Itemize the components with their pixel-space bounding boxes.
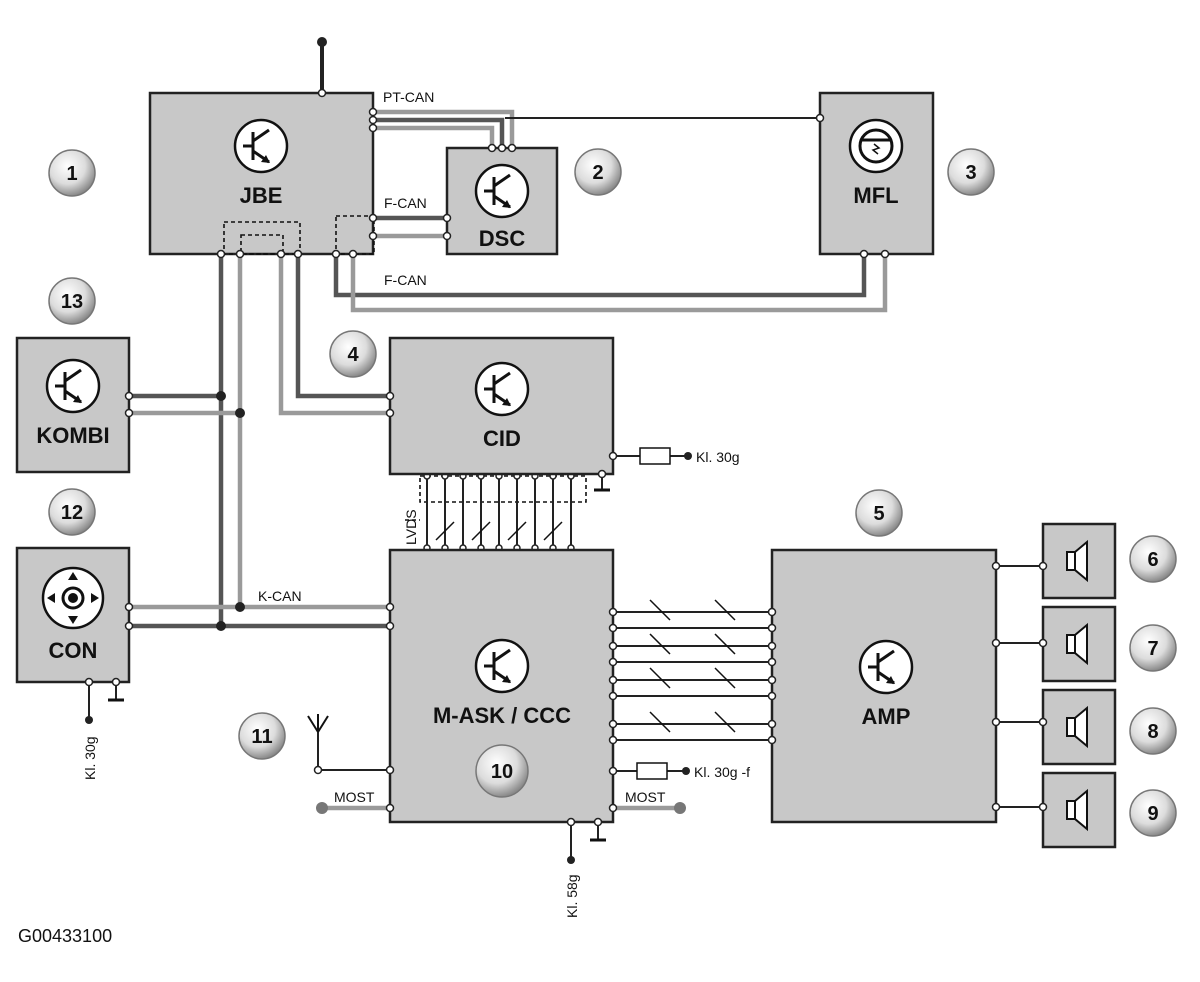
- lvds-bundle: [405, 472, 587, 552]
- callout-11: 11: [238, 712, 286, 760]
- f-can-mfl-wire-b: [350, 254, 888, 313]
- terminal-label-mask-kl30gf: Kl. 30g -f: [694, 764, 750, 780]
- speaker-6: [1041, 522, 1117, 600]
- speaker-9: [1041, 771, 1117, 849]
- svg-text:2: 2: [592, 162, 603, 184]
- callout-1: 1: [48, 149, 96, 197]
- callout-5: 5: [855, 489, 903, 537]
- mask-kl30gf-fuse: [613, 762, 690, 780]
- steering-wheel-icon: [848, 118, 904, 174]
- pt-can-wire-c: [373, 125, 495, 148]
- connector-pins: [84, 88, 1048, 827]
- bus-label-k-can: K-CAN: [258, 588, 302, 604]
- module-kombi-label: KOMBI: [36, 423, 109, 448]
- bus-label-lvds: LVDS: [403, 509, 419, 545]
- svg-text:13: 13: [61, 291, 83, 313]
- jbe-cid-wire-b: [278, 254, 390, 416]
- svg-text:11: 11: [251, 726, 272, 748]
- module-kombi: KOMBI: [15, 336, 131, 474]
- bus-label-most-right: MOST: [625, 789, 666, 805]
- con-junction-a: [235, 602, 245, 612]
- module-jbe: JBE: [148, 91, 375, 256]
- callout-13: 13: [48, 277, 96, 325]
- terminal-label-mask-kl58g: Kl. 58g: [564, 874, 580, 918]
- svg-text:1: 1: [66, 163, 77, 185]
- svg-text:4: 4: [347, 344, 359, 366]
- callout-6: 6: [1129, 535, 1177, 583]
- audio-bundle: [613, 599, 772, 741]
- controller-knob-icon: [41, 566, 105, 630]
- module-con: CON: [15, 546, 131, 684]
- svg-text:3: 3: [965, 162, 976, 184]
- jbe-supply-terminal: [317, 37, 327, 47]
- callout-10: 10: [475, 744, 529, 798]
- callout-2: 2: [574, 148, 622, 196]
- module-cid-label: CID: [483, 426, 521, 451]
- con-kl30g-terminal: [85, 682, 124, 724]
- kombi-junction-b: [235, 408, 245, 418]
- most-left-terminal: [316, 802, 328, 814]
- svg-text:7: 7: [1147, 638, 1158, 660]
- mask-kl58g-terminal: [567, 822, 606, 864]
- pt-can-wire-a: [373, 109, 515, 148]
- module-jbe-label: JBE: [240, 183, 283, 208]
- jbe-cid-wire-a: [295, 254, 390, 399]
- module-amp-label: AMP: [862, 704, 911, 729]
- module-dsc-label: DSC: [479, 226, 526, 251]
- svg-text:10: 10: [491, 761, 513, 783]
- callout-8: 8: [1129, 707, 1177, 755]
- svg-text:12: 12: [61, 502, 83, 524]
- bus-label-most-left: MOST: [334, 789, 375, 805]
- module-amp: AMP: [770, 548, 998, 824]
- most-right-terminal: [674, 802, 686, 814]
- svg-text:5: 5: [873, 503, 884, 525]
- module-con-label: CON: [49, 638, 98, 663]
- callout-12: 12: [48, 488, 96, 536]
- speaker-7: [1041, 605, 1117, 683]
- reference-code: G00433100: [18, 926, 113, 946]
- module-mfl-label: MFL: [853, 183, 898, 208]
- f-can-mfl-wire-a: [333, 254, 867, 298]
- kombi-junction-a: [216, 391, 226, 401]
- pt-can-wire-b: [373, 117, 505, 148]
- callout-9: 9: [1129, 789, 1177, 837]
- bus-label-f-can-dsc: F-CAN: [384, 195, 427, 211]
- module-mask-label: M-ASK / CCC: [433, 703, 571, 728]
- svg-text:9: 9: [1147, 803, 1158, 825]
- callout-7: 7: [1129, 624, 1177, 672]
- svg-text:6: 6: [1147, 549, 1158, 571]
- antenna-icon: [307, 714, 390, 771]
- module-mfl: MFL: [818, 91, 935, 256]
- callout-3: 3: [947, 148, 995, 196]
- module-cid: CID: [388, 336, 615, 476]
- speaker-wires: [996, 565, 1043, 808]
- module-dsc: DSC: [445, 146, 559, 256]
- bus-label-pt-can: PT-CAN: [383, 89, 434, 105]
- speaker-8: [1041, 688, 1117, 766]
- terminal-label-cid-kl30g: Kl. 30g: [696, 449, 740, 465]
- con-junction-b: [216, 621, 226, 631]
- terminal-label-con-kl30g: Kl. 30g: [82, 736, 98, 780]
- callout-4: 4: [329, 330, 377, 378]
- svg-text:8: 8: [1147, 721, 1158, 743]
- bus-label-f-can-mfl: F-CAN: [384, 272, 427, 288]
